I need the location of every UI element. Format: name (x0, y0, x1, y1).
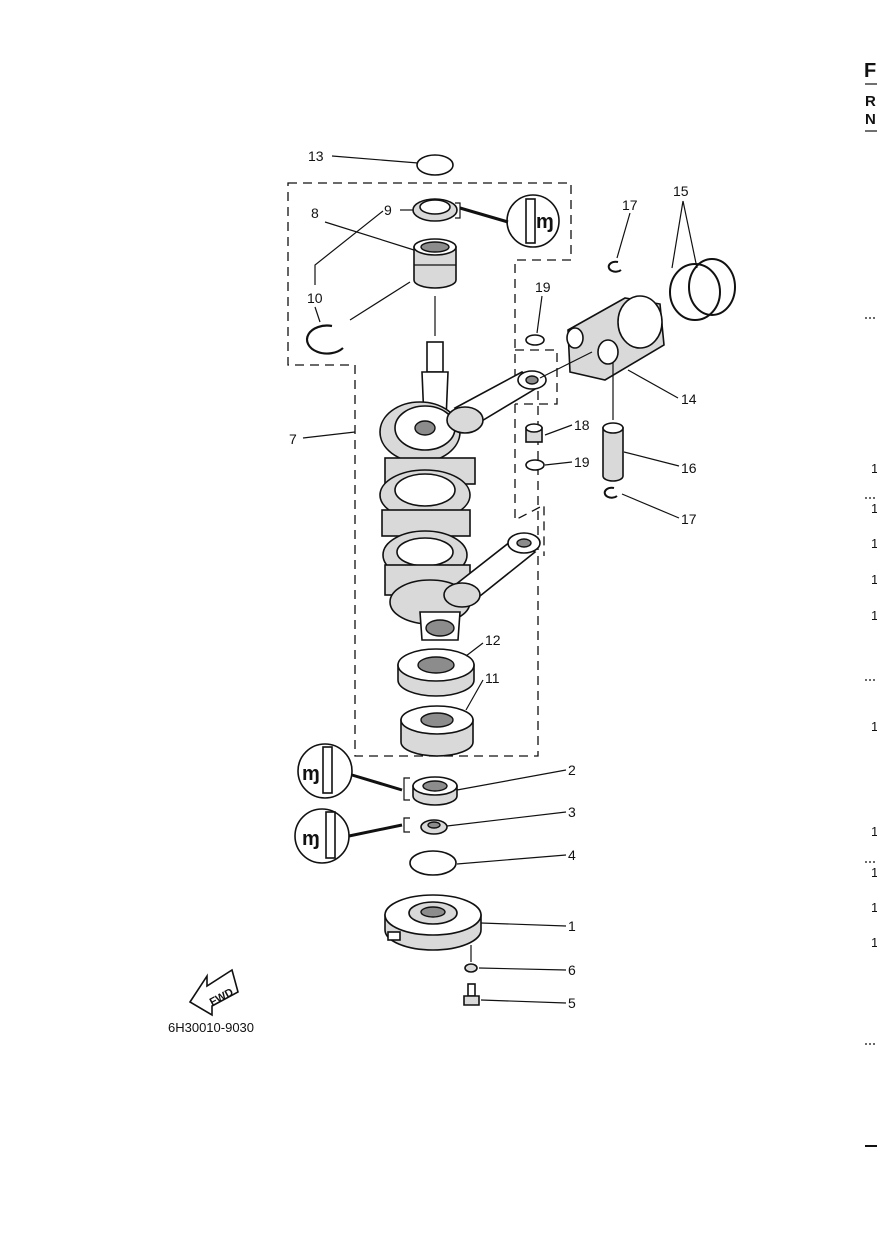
connecting-rod (446, 370, 547, 434)
edge-text: 1 (871, 719, 877, 734)
sealant-icon: ɱ (294, 808, 350, 864)
oil-seal-2 (412, 776, 458, 806)
callout-17-top: 17 (622, 197, 638, 213)
fwd-arrow-icon: FWD (188, 968, 239, 1017)
crankshaft-7 (379, 341, 476, 641)
circlip-17 (603, 486, 618, 499)
circlip-17 (607, 260, 622, 273)
washer-19 (525, 334, 545, 346)
circlip-10 (305, 324, 344, 355)
bolt-5 (463, 983, 480, 1006)
o-ring-4 (409, 850, 457, 876)
needle-bearing-8 (413, 238, 457, 289)
callout-13: 13 (308, 148, 324, 164)
piston-14 (566, 295, 665, 381)
edge-text: N (865, 111, 876, 128)
edge-text: R (865, 93, 876, 110)
edge-text: 1 (871, 900, 877, 915)
diagram-id: 6H30010-9030 (168, 1020, 254, 1035)
bearing-housing-12 (397, 648, 475, 697)
callout-8: 8 (311, 205, 319, 221)
callout-4: 4 (568, 847, 576, 863)
nut-18 (525, 423, 543, 443)
svg-text:ɱ: ɱ (536, 211, 554, 233)
callout-3: 3 (568, 804, 576, 820)
callout-19-bottom: 19 (574, 454, 590, 470)
callout-17-bottom: 17 (681, 511, 697, 527)
callout-11: 11 (485, 670, 500, 686)
sealant-icon: ɱ (506, 194, 560, 248)
svg-text:ɱ: ɱ (302, 828, 320, 850)
rod-group-outline (514, 349, 558, 556)
callout-6: 6 (568, 962, 576, 978)
callout-2: 2 (568, 762, 576, 778)
oil-seal-9 (412, 198, 461, 222)
ball-bearing-11 (400, 705, 474, 757)
o-ring-13 (416, 154, 454, 176)
sealant-icon: ɱ (297, 743, 353, 799)
edge-text: 1 (871, 501, 877, 516)
callout-18: 18 (574, 417, 590, 433)
callout-7: 7 (289, 431, 297, 447)
edge-text: 1 (871, 608, 877, 623)
callout-9: 9 (384, 202, 392, 218)
connecting-rod (443, 532, 541, 608)
edge-text: 1 (871, 824, 877, 839)
callout-1: 1 (568, 918, 576, 934)
edge-text: 1 (871, 935, 877, 950)
svg-text:ɱ: ɱ (302, 763, 320, 785)
edge-text: F (864, 60, 876, 82)
edge-text: 1 (871, 572, 877, 587)
oil-seal-3 (420, 819, 448, 835)
callout-15: 15 (673, 183, 689, 199)
edge-text: 1 (871, 461, 877, 476)
callout-12: 12 (485, 632, 501, 648)
callout-19-top: 19 (535, 279, 551, 295)
leader-lines (302, 155, 698, 1004)
piston-ring-15 (669, 263, 721, 321)
washer-19 (525, 459, 545, 471)
bottom-cover-1 (384, 894, 482, 951)
callout-16: 16 (681, 460, 697, 476)
piston-ring-15 (688, 258, 736, 316)
edge-text: 1 (871, 865, 877, 880)
callout-10: 10 (307, 290, 323, 306)
piston-pin-16 (602, 422, 624, 482)
edge-text: 1 (871, 536, 877, 551)
callout-5: 5 (568, 995, 576, 1011)
callout-14: 14 (681, 391, 697, 407)
washer-6 (464, 963, 478, 973)
